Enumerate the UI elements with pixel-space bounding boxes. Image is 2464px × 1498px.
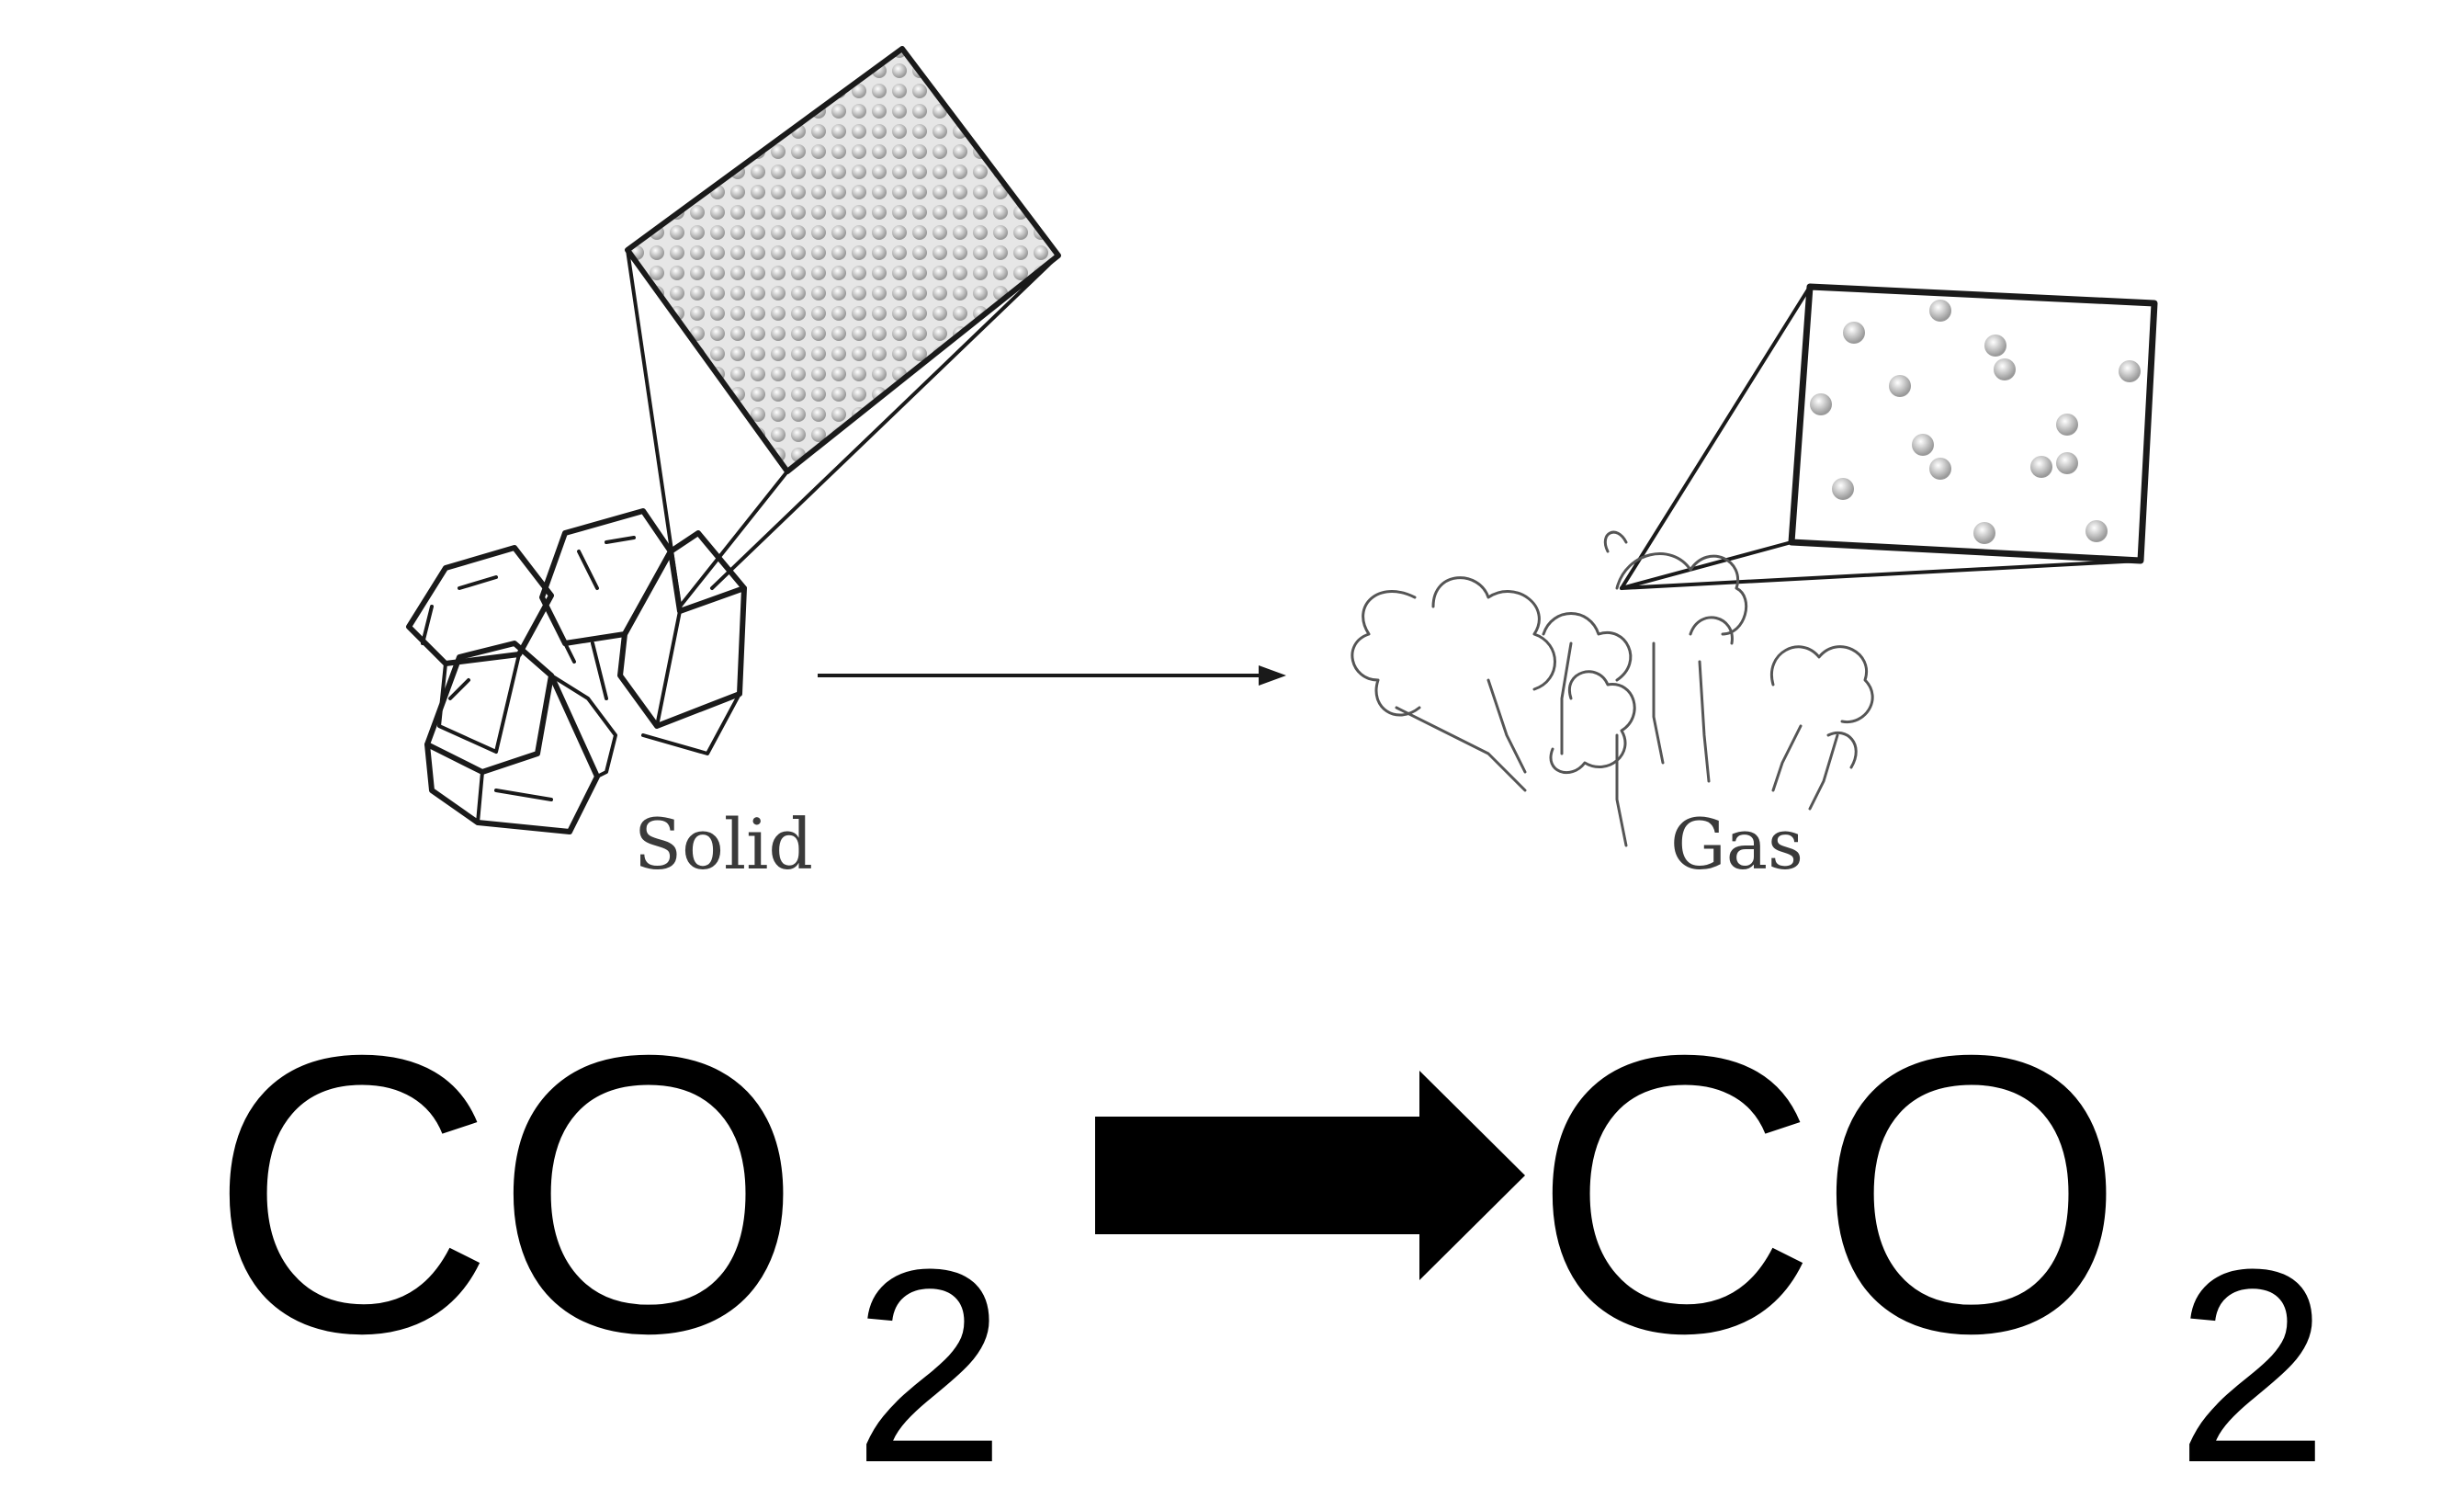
gas-zoom-lines (1620, 285, 2142, 590)
solid-label: Solid (634, 803, 813, 885)
gas-cloud-icon (1351, 530, 1874, 847)
reactant-formula: CO (209, 974, 802, 1415)
gas-particles (1810, 300, 2141, 544)
ice-cube-cluster-icon (406, 508, 747, 834)
solid-zoom-lines (626, 248, 1060, 608)
product-formula: CO (1532, 974, 2125, 1415)
solid-lattice-zoom (625, 46, 1061, 474)
product-subscript: 2 (2176, 1211, 2329, 1498)
gas-illustration: Gas (1351, 283, 2158, 885)
reactant-subscript: 2 (853, 1211, 1006, 1498)
reaction-arrow-icon (1095, 1071, 1525, 1280)
equation: CO 2 CO 2 (209, 974, 2329, 1498)
arrow-right-icon (818, 665, 1286, 686)
gas-label: Gas (1670, 803, 1803, 885)
solid-illustration: Solid (406, 46, 1061, 885)
